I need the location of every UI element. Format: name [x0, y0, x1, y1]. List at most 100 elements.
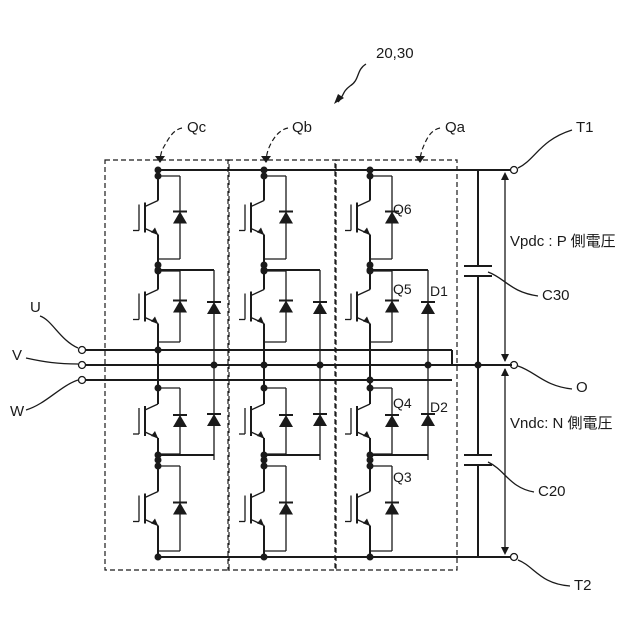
switch-legs [133, 167, 435, 561]
phase-v-leader [26, 358, 78, 364]
vp-arrow-bottom [501, 354, 509, 362]
qb2-emitter-arrow [257, 317, 264, 324]
qb4-node-top [261, 463, 268, 470]
clamp-b-d1-body [313, 302, 327, 314]
switch-q4-label: Q4 [393, 395, 412, 411]
voltage-n-label: Vndc: N 側電圧 [510, 415, 613, 432]
qb1-node-top [261, 173, 268, 180]
switch-q6-label: Q6 [393, 201, 412, 217]
leg-a-pos-node [367, 167, 374, 174]
vn-arrow-bottom [501, 547, 509, 555]
switch-q3-label: Q3 [393, 469, 412, 485]
qa3-collector-slant [357, 404, 370, 410]
clamp-b-neutral-node [317, 362, 324, 369]
capacitor-c30-label: C30 [542, 287, 570, 304]
qa4-emitter-arrow [363, 519, 370, 526]
qb4-diode-body [279, 503, 293, 515]
module-b-label: Qb [292, 119, 312, 136]
qb2-diode-body [279, 301, 293, 313]
qa3-diode-body [385, 415, 399, 427]
phase-w-label: W [10, 403, 25, 420]
qc2-emitter-arrow [151, 317, 158, 324]
qb3-collector-slant [251, 404, 264, 410]
leg-a-ac-node [367, 377, 374, 384]
diode-d2-label: D2 [430, 399, 448, 415]
leg-b-ac-node [261, 362, 268, 369]
qb3-diode-body [279, 415, 293, 427]
qc1-node-top [155, 173, 162, 180]
qc4-node-top [155, 463, 162, 470]
qa1-node-top [367, 173, 374, 180]
clamp-a-d2-body [421, 414, 435, 426]
qa4-diode-body [385, 503, 399, 515]
reference-leader [338, 64, 366, 102]
qb1-collector-slant [251, 201, 264, 207]
terminal-t2-label: T2 [574, 577, 592, 594]
qb3-node-top [261, 385, 268, 392]
clamp-c-d1-body [207, 302, 221, 314]
qc4-emitter-arrow [151, 519, 158, 526]
phase-w-leader [26, 380, 78, 410]
leg-c-pos-node [155, 167, 162, 174]
module-c-leader [160, 128, 182, 158]
phase-u-leader [40, 316, 78, 348]
phase-u-label: U [30, 299, 41, 316]
qb4-emitter-arrow [257, 519, 264, 526]
qc3-emitter-arrow [151, 431, 158, 438]
neutral-node [475, 362, 482, 369]
qa1-collector-slant [357, 201, 370, 207]
capacitor-c20-label: C20 [538, 483, 566, 500]
qa3-emitter-arrow [363, 431, 370, 438]
qc3-diode-body [173, 415, 187, 427]
qb1-diode-body [279, 212, 293, 224]
terminal-t1-label: T1 [576, 119, 594, 136]
qc2-collector-slant [145, 290, 158, 296]
leg-b-pos-node [261, 167, 268, 174]
qa2-emitter-arrow [363, 317, 370, 324]
vn-arrow-top [501, 368, 509, 376]
leg-b-neg-node [261, 554, 268, 561]
qc3-collector-slant [145, 404, 158, 410]
module-c-label: Qc [187, 119, 207, 136]
vp-arrow-top [501, 172, 509, 180]
qc1-diode-body [173, 212, 187, 224]
clamp-b-bottom-node [261, 452, 268, 459]
reference-label: 20,30 [376, 45, 414, 62]
qc1-collector-slant [145, 201, 158, 207]
qc3-node-top [155, 385, 162, 392]
qb2-collector-slant [251, 290, 264, 296]
qa1-emitter-arrow [363, 228, 370, 235]
qa2-diode-body [385, 301, 399, 313]
qc1-emitter-arrow [151, 228, 158, 235]
terminal-o-label: O [576, 379, 588, 396]
terminal-t1 [511, 167, 518, 174]
module-b-leader [266, 128, 288, 158]
clamp-b-top-node [261, 267, 268, 274]
diode-d1-label: D1 [430, 283, 448, 299]
qc4-collector-slant [145, 492, 158, 498]
qc4-diode-body [173, 503, 187, 515]
clamp-b-d2-body [313, 414, 327, 426]
clamp-a-neutral-node [425, 362, 432, 369]
terminal-w [79, 377, 86, 384]
clamp-c-top-node [155, 267, 162, 274]
terminal-t2 [511, 554, 518, 561]
voltage-p-label: Vpdc : P 側電圧 [510, 233, 616, 250]
qc2-diode-body [173, 301, 187, 313]
terminal-o-leader [518, 366, 572, 389]
switch-q5-label: Q5 [393, 281, 412, 297]
phase-v-label: V [12, 347, 22, 364]
qa2-collector-slant [357, 290, 370, 296]
qb1-emitter-arrow [257, 228, 264, 235]
terminal-t2-leader [518, 560, 570, 586]
qa4-collector-slant [357, 492, 370, 498]
module-a-leader [420, 128, 440, 158]
clamp-a-d1-body [421, 302, 435, 314]
capacitor-c30-leader [488, 272, 538, 296]
terminal-t1-leader [518, 130, 572, 168]
qa4-node-top [367, 463, 374, 470]
clamp-c-neutral-node [211, 362, 218, 369]
qa3-node-top [367, 385, 374, 392]
qb4-collector-slant [251, 492, 264, 498]
